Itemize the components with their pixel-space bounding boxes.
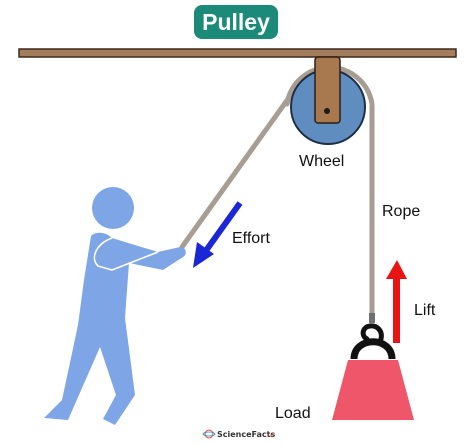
atom-icon [204, 429, 214, 439]
title-badge: Pulley [194, 5, 278, 39]
label-rope: Rope [382, 203, 420, 220]
person-head [92, 187, 134, 229]
label-load: Load [275, 405, 311, 422]
watermark-suffix: .net [266, 433, 274, 438]
watermark: ScienceFacts .net [202, 429, 275, 439]
person-body [44, 232, 186, 425]
label-effort: Effort [232, 230, 271, 247]
label-wheel: Wheel [299, 153, 344, 170]
pulley-bracket [314, 56, 341, 124]
rope-effort-side [179, 96, 291, 250]
ceiling-beam [18, 48, 457, 58]
watermark-brand: ScienceFacts [217, 430, 275, 439]
pulley-axle [324, 108, 330, 114]
person-figure [44, 187, 186, 425]
person-arm-outline [93, 237, 159, 271]
effort-arrow [193, 201, 243, 268]
lift-arrow [386, 260, 407, 343]
label-lift: Lift [414, 302, 436, 319]
hook [360, 313, 384, 342]
load-weight [332, 338, 414, 420]
